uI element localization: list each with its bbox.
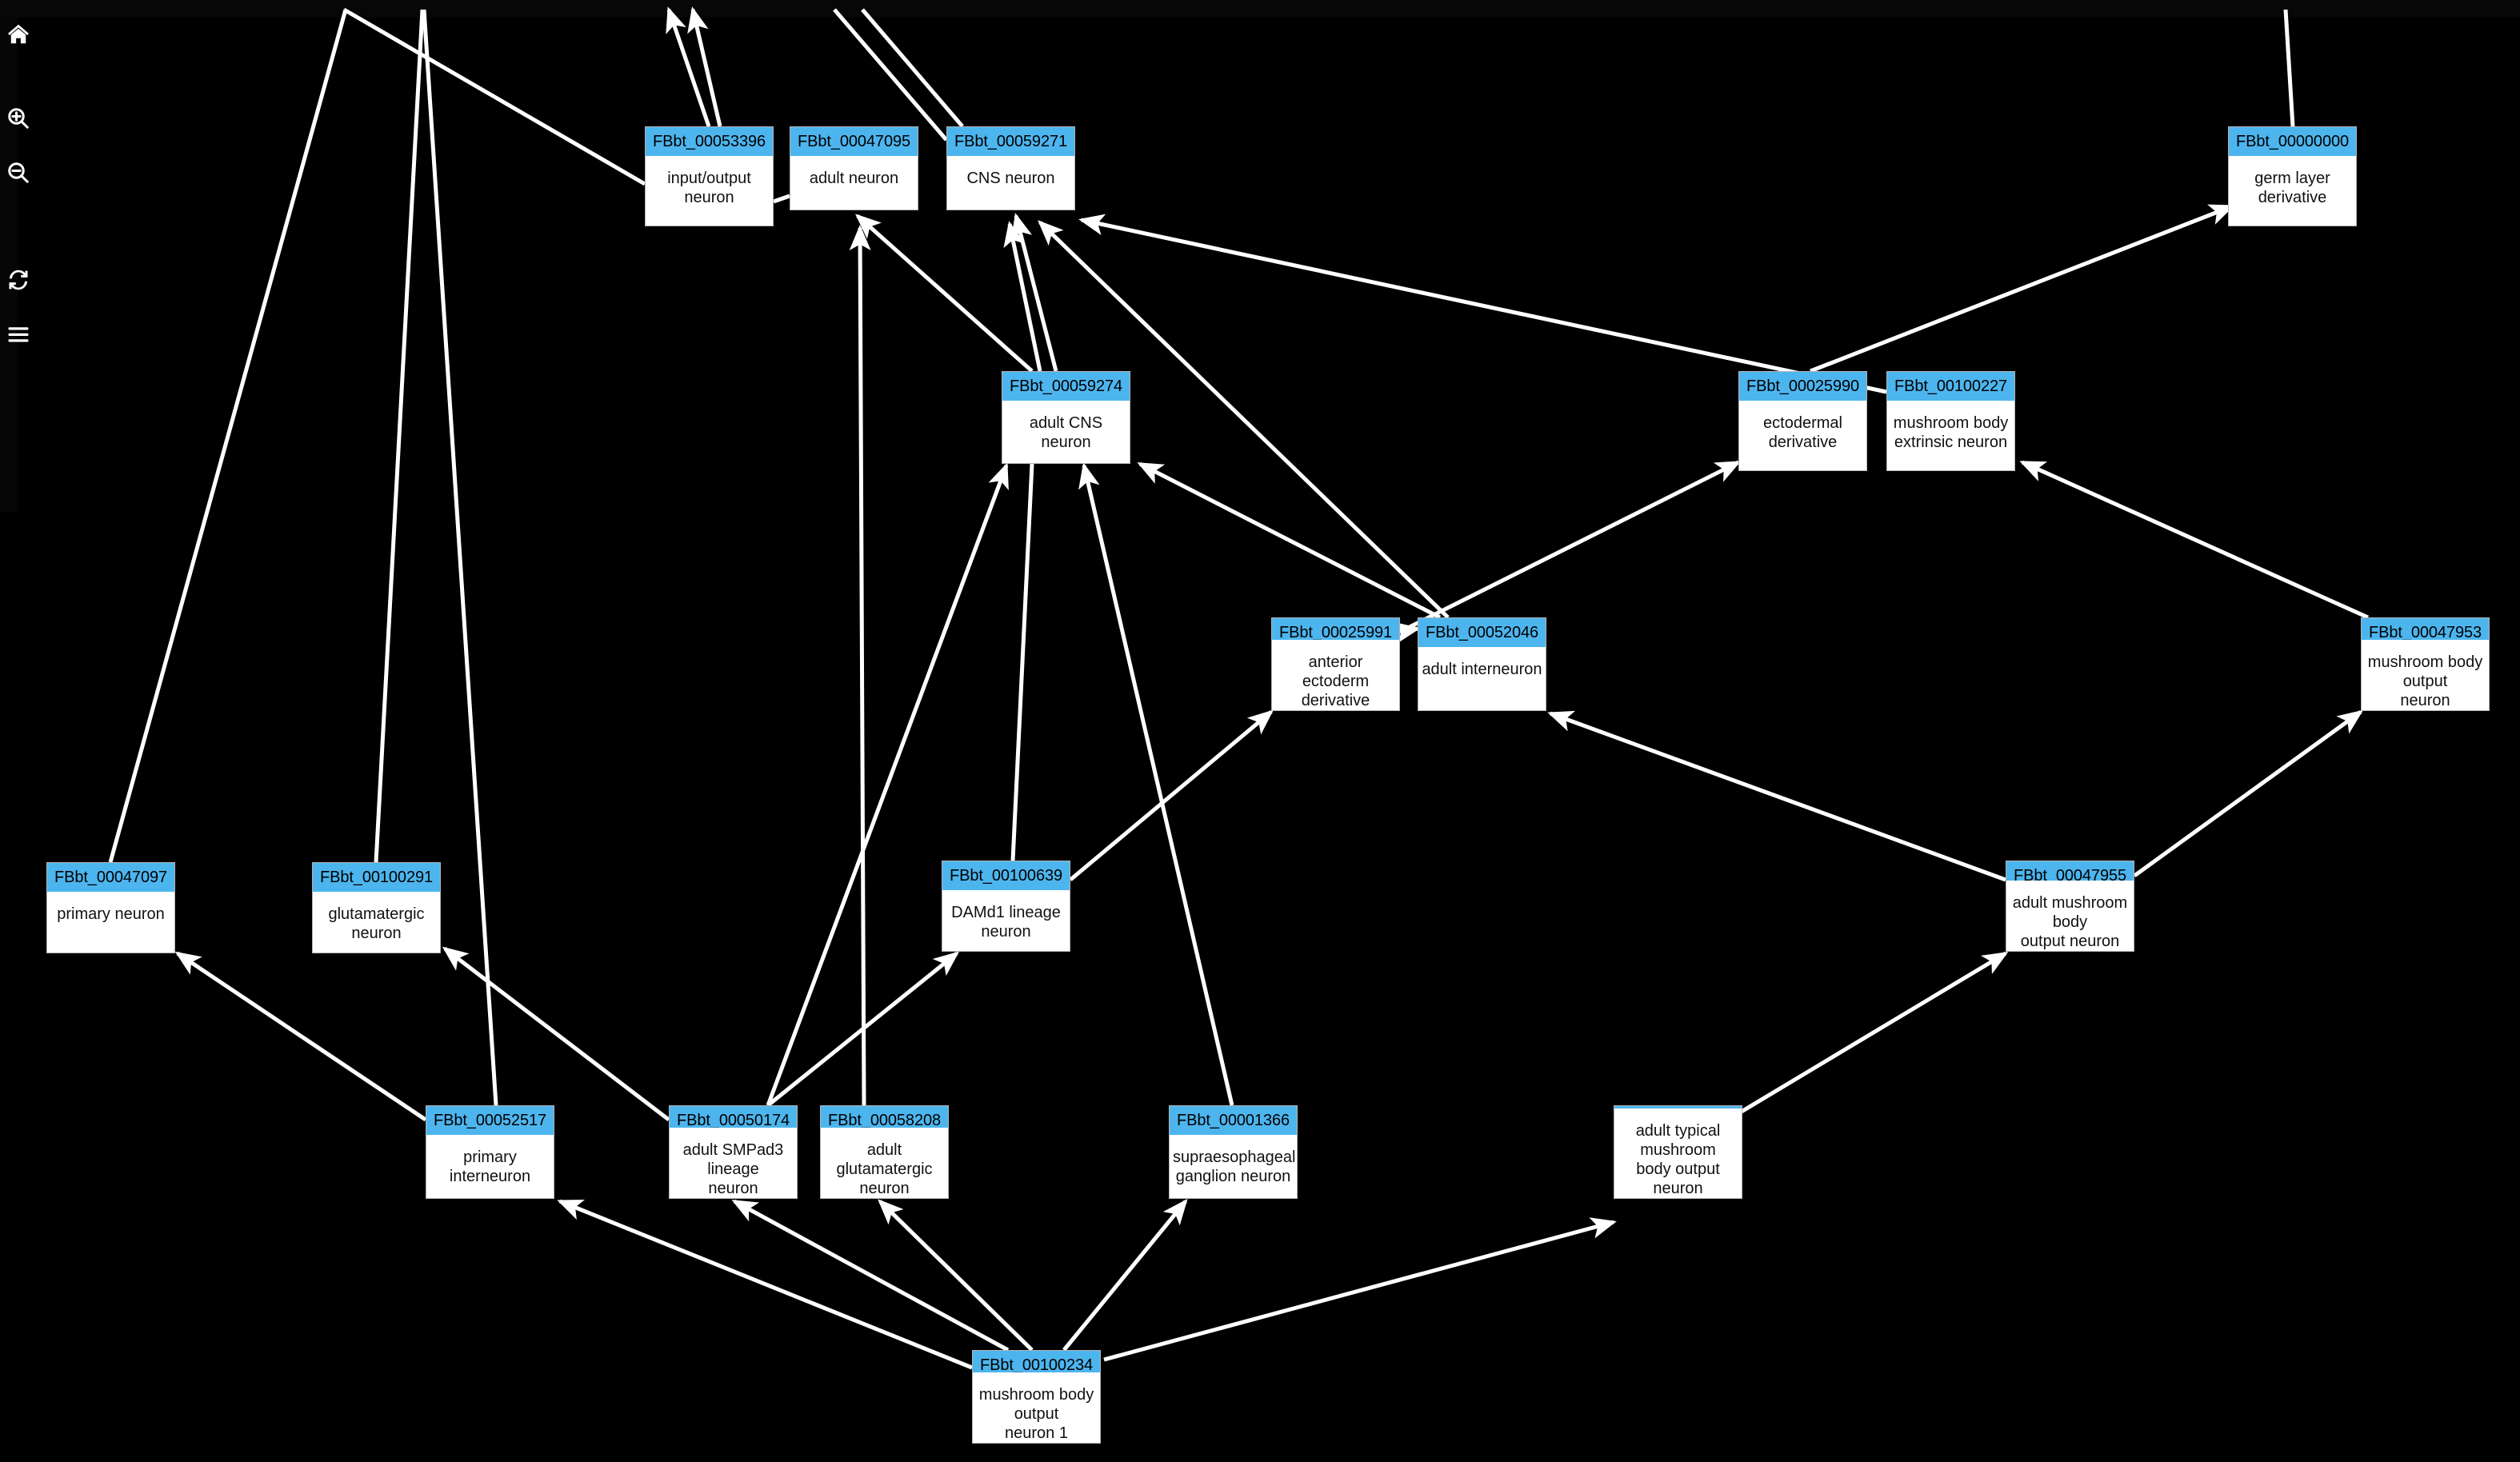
node-id-label: FBbt_00050174 <box>670 1106 797 1128</box>
graph-node[interactable]: FBbt_00053396 input/output neuron <box>645 126 774 226</box>
node-term-label: ectodermal derivative <box>1763 414 1842 451</box>
node-term-label: adult glutamatergic neuron <box>836 1141 933 1197</box>
graph-node[interactable]: FBbt_00100291 glutamatergic neuron <box>312 862 441 953</box>
node-id-label: FBbt_00047953 <box>2362 618 2489 640</box>
node-id-label: FBbt_00059274 <box>1002 372 1130 401</box>
node-id-label: FBbt_00053396 <box>646 127 773 156</box>
zoom-in-icon[interactable] <box>0 100 36 136</box>
node-term-label: adult interneuron <box>1422 661 1542 678</box>
node-id-label: FBbt_00059271 <box>947 127 1074 156</box>
graph-node[interactable]: FBbt_00047953 mushroom body output neuron <box>2361 617 2490 711</box>
graph-node[interactable]: FBbt_00001366 supraesophageal ganglion ne… <box>1169 1105 1298 1199</box>
refresh-icon[interactable] <box>0 262 36 298</box>
node-id-label: FBbt_00047955 <box>2006 861 2134 881</box>
node-id-label: FBbt_00100227 <box>1887 372 2014 401</box>
node-term-label: mushroom body output neuron <box>2367 653 2483 709</box>
node-term-label: mushroom body extrinsic neuron <box>1893 414 2009 451</box>
node-id-label: FBbt_00001366 <box>1170 1106 1297 1135</box>
node-id-label: FBbt_00025990 <box>1739 372 1866 401</box>
node-term-label: primary interneuron <box>449 1148 531 1185</box>
node-term-label: adult SMPad3 lineage neuron <box>682 1141 784 1197</box>
node-term-label: adult typical mushroom body output neuro… <box>1635 1122 1721 1197</box>
node-term-label: glutamatergic neuron <box>328 905 425 942</box>
node-id-label: FBbt_00100291 <box>313 863 440 892</box>
graph-node[interactable]: FBbt_00100227 mushroom body extrinsic neu… <box>1886 371 2015 471</box>
node-term-label: adult neuron <box>809 170 899 187</box>
node-term-label: primary neuron <box>57 905 165 923</box>
node-id-label: FBbt_00100639 <box>942 861 1070 890</box>
graph-node[interactable]: FBbt_00049843adult typical mushroom body… <box>1614 1105 1742 1199</box>
node-term-label: adult mushroom body output neuron <box>2012 894 2128 950</box>
node-id-label: FBbt_00052517 <box>426 1106 554 1135</box>
node-id-label: FBbt_00052046 <box>1418 618 1546 647</box>
menu-icon[interactable] <box>0 316 36 352</box>
zoom-out-icon[interactable] <box>0 154 36 190</box>
node-id-label: FBbt_00047097 <box>47 863 174 892</box>
node-id-label: FBbt_00100234 <box>973 1351 1100 1372</box>
node-id-label: FBbt_00000000 <box>2229 127 2356 156</box>
node-id-label: FBbt_00025991 <box>1272 618 1399 640</box>
node-term-label: anterior ectoderm derivative <box>1301 653 1370 709</box>
node-id-label: FBbt_00049843 <box>1614 1106 1742 1108</box>
node-term-label: input/output neuron <box>667 170 751 206</box>
node-id-label: FBbt_00047095 <box>790 127 918 156</box>
node-id-label: FBbt_00058208 <box>821 1106 948 1128</box>
node-term-label: CNS neuron <box>966 170 1055 187</box>
node-term-label: DAMd1 lineage neuron <box>951 904 1061 941</box>
graph-node[interactable]: FBbt_00025991 anterior ectoderm derivativ… <box>1271 617 1400 711</box>
node-term-label: adult CNS neuron <box>1029 414 1103 451</box>
graph-node[interactable]: FBbt_00025990 ectodermal derivative <box>1738 371 1867 471</box>
graph-node[interactable]: FBbt_00100234 mushroom body output neuron… <box>972 1350 1101 1444</box>
node-term-label: supraesophageal ganglion neuron <box>1173 1148 1296 1185</box>
node-term-label: mushroom body output neuron 1 <box>978 1386 1094 1442</box>
left-toolbar <box>0 18 18 512</box>
home-icon[interactable] <box>0 16 36 52</box>
node-term-label: germ layer derivative <box>2254 170 2330 206</box>
